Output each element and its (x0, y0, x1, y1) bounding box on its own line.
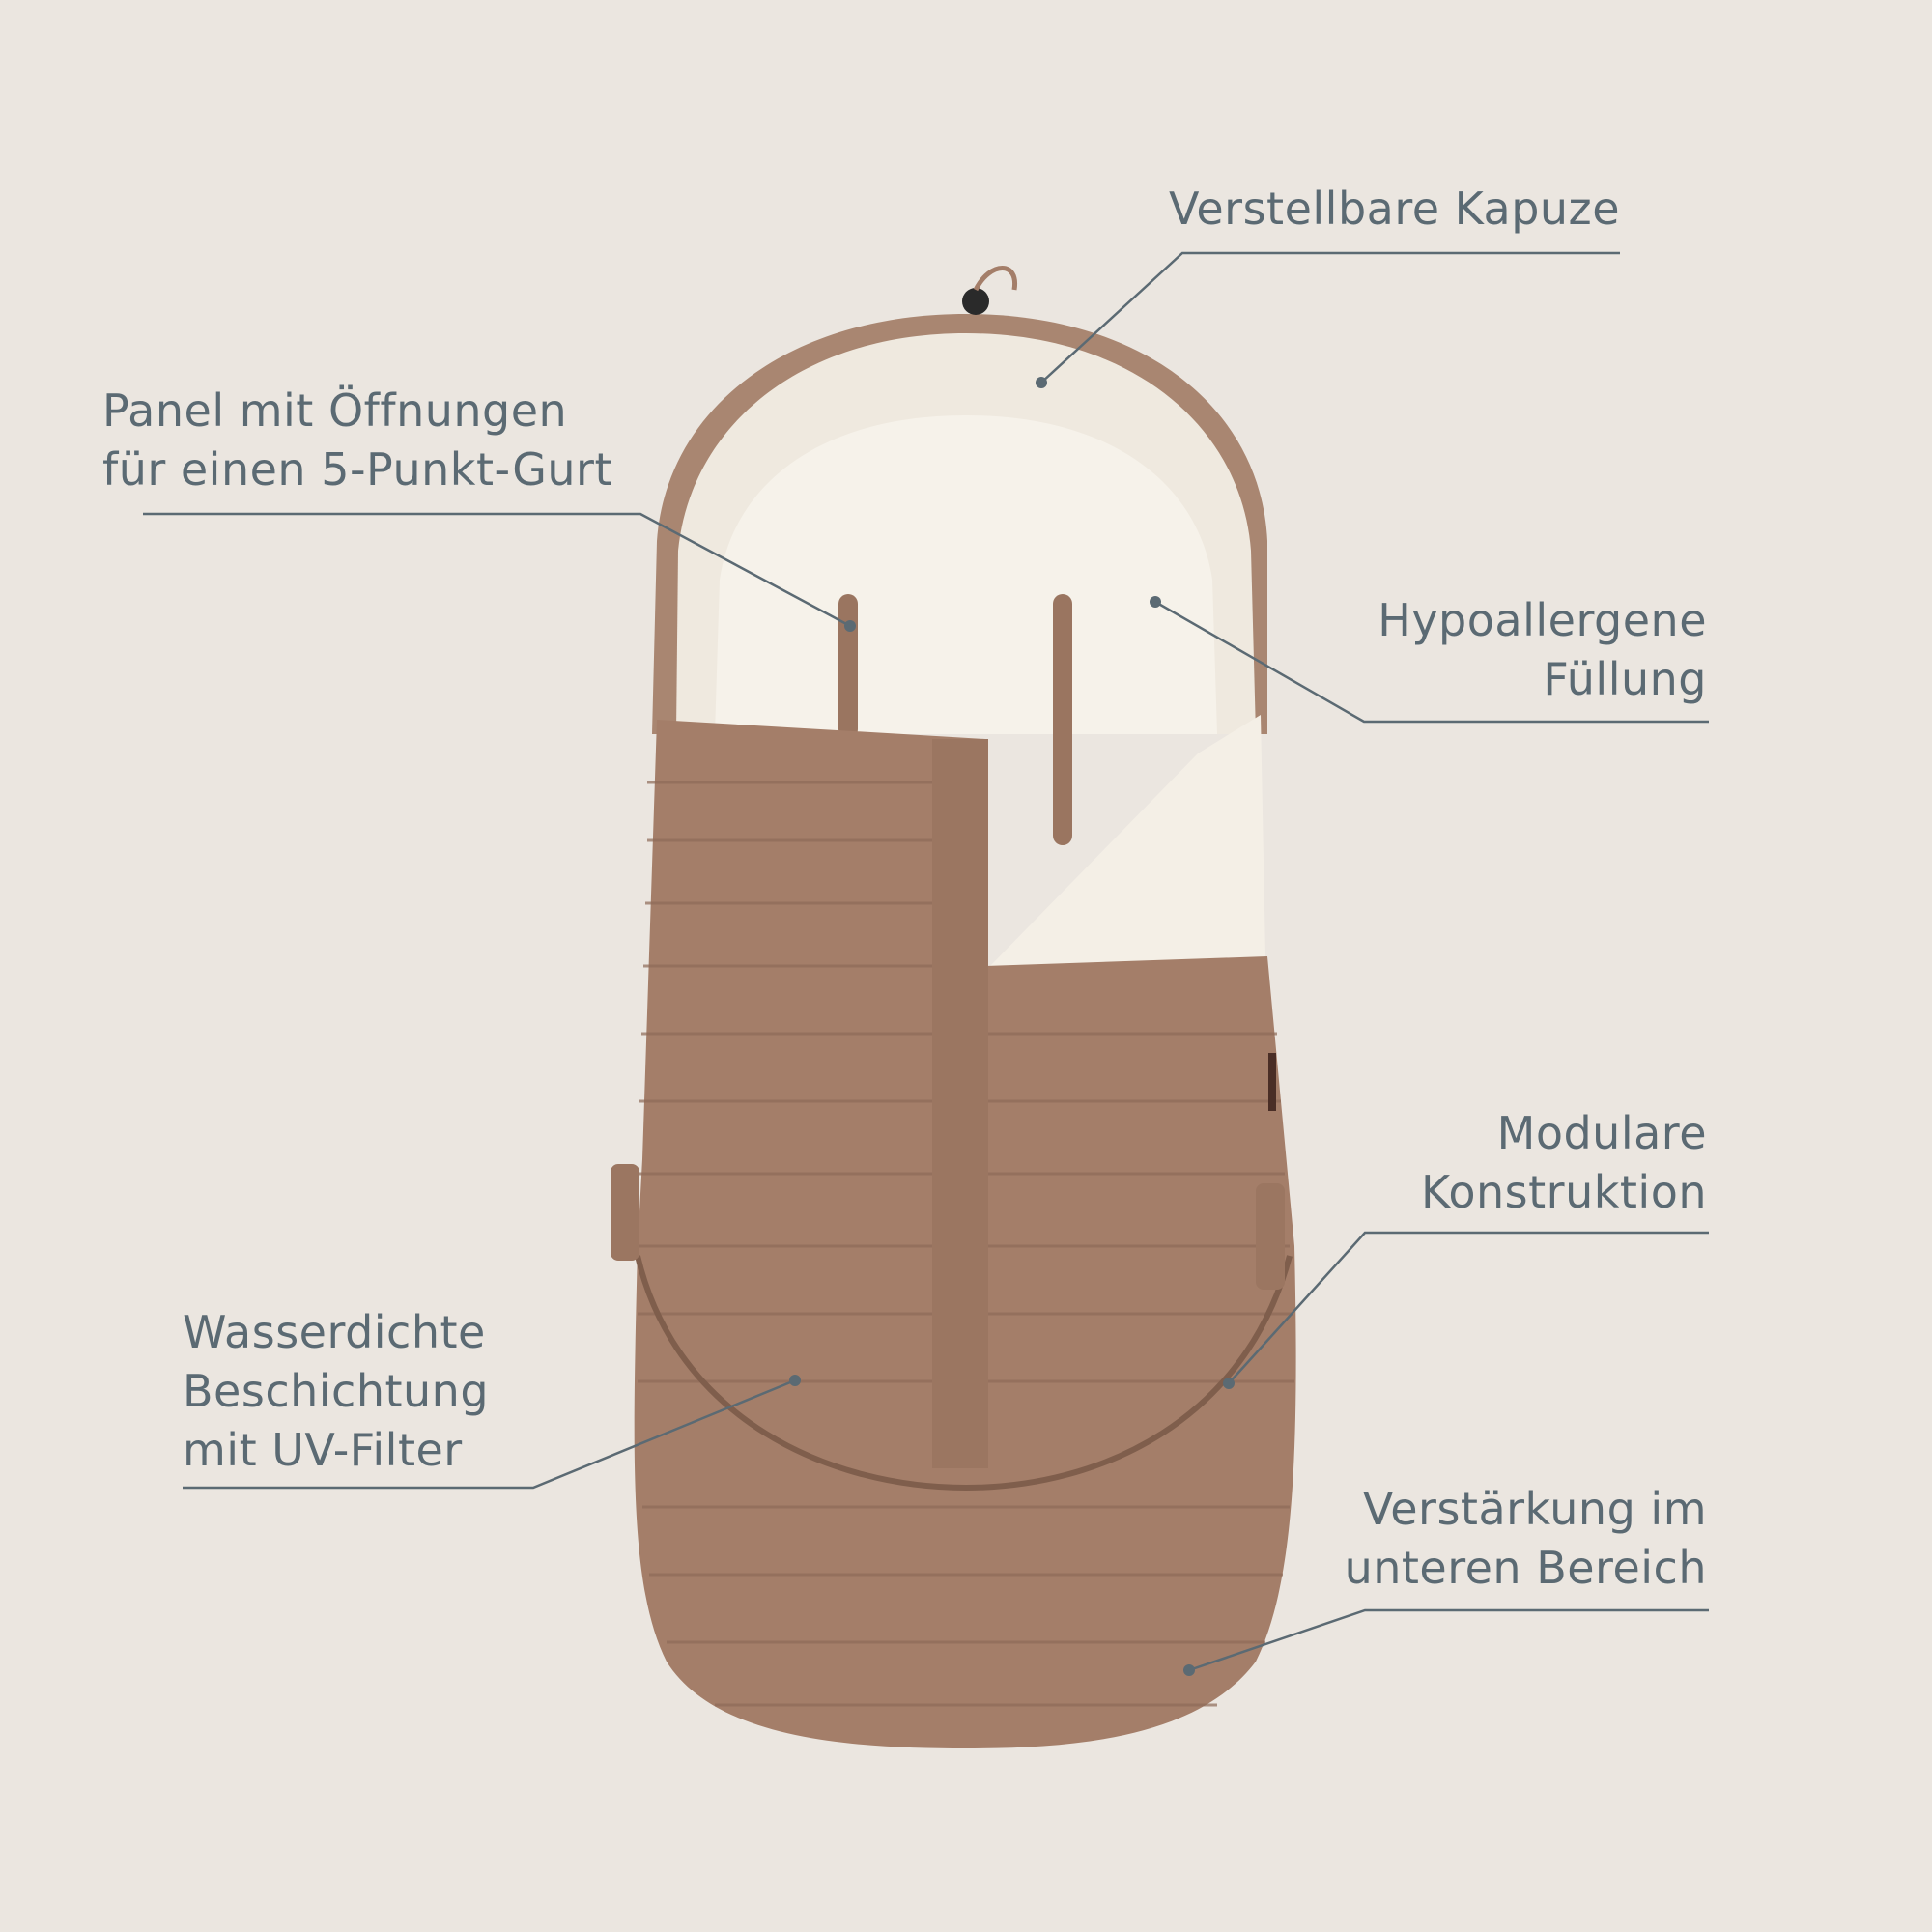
label-panel: Panel mit Öffnungen für einen 5-Punkt-Gu… (102, 382, 612, 499)
label-line: Hypoallergene (1378, 594, 1707, 646)
harness-slot-left (838, 594, 858, 739)
hood-toggle (962, 288, 989, 315)
leader-dot-panel (844, 620, 856, 632)
leader-line-panel (143, 512, 851, 628)
label-line: unteren Bereich (1344, 1542, 1707, 1594)
label-line: Verstellbare Kapuze (1168, 183, 1620, 235)
label-waterproof: Wasserdichte Beschichtung mit UV-Filter (183, 1303, 489, 1480)
leader-line-hood (1040, 251, 1620, 384)
quilting (638, 781, 1294, 1707)
foot-zipper (635, 1255, 1293, 1492)
label-modular: Modulare Konstruktion (1421, 1104, 1707, 1222)
label-reinforcement: Verstärkung im unteren Bereich (1345, 1480, 1707, 1598)
side-tab-left (611, 1164, 639, 1261)
label-line: Panel mit Öffnungen (102, 384, 568, 437)
label-line: Konstruktion (1421, 1166, 1707, 1218)
leader-dot-modular (1223, 1378, 1235, 1389)
label-filling: Hypoallergene Füllung (1378, 591, 1707, 709)
label-line: Verstärkung im (1362, 1483, 1707, 1535)
toggle-cord (973, 266, 1017, 292)
leader-dot-reinforcement (1183, 1664, 1195, 1676)
leader-line-filling (1154, 600, 1709, 724)
center-flap (932, 739, 988, 1468)
label-line: mit UV-Filter (183, 1424, 463, 1476)
side-tab-right (1256, 1183, 1285, 1290)
leader-line-modular (1228, 1231, 1709, 1384)
leader-dot-hood (1036, 377, 1047, 388)
label-line: für einen 5-Punkt-Gurt (102, 443, 613, 496)
label-hood: Verstellbare Kapuze (1169, 180, 1620, 239)
leader-dot-waterproof (789, 1375, 801, 1386)
fleece-flap (990, 715, 1265, 966)
label-line: Modulare (1496, 1107, 1707, 1159)
leader-line-reinforcement (1188, 1608, 1709, 1672)
harness-slot-right (1053, 594, 1072, 845)
label-line: Wasserdichte (183, 1306, 486, 1358)
label-line: Füllung (1543, 653, 1707, 705)
label-line: Beschichtung (183, 1365, 490, 1417)
leader-line-waterproof (183, 1378, 796, 1490)
leader-dot-filling (1150, 596, 1161, 608)
brand-tag (1268, 1053, 1276, 1111)
